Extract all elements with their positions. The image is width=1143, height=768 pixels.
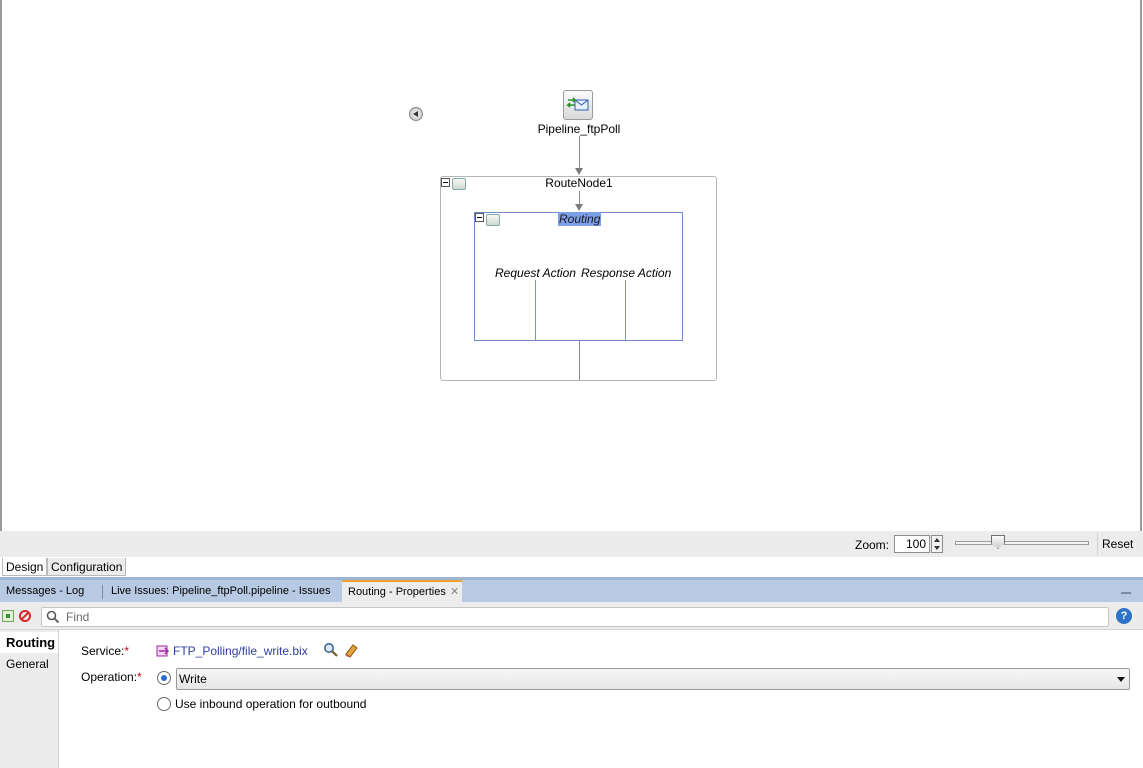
zoom-toolbar	[0, 531, 1143, 557]
reset-button[interactable]: Reset	[1097, 533, 1137, 555]
tab-routing-properties[interactable]: Routing - Properties ✕	[342, 580, 462, 602]
divider-line	[535, 280, 536, 340]
spinner-down-icon[interactable]	[934, 546, 940, 550]
editor-tabs	[0, 557, 1143, 578]
inbound-operation-label: Use inbound operation for outbound	[175, 697, 367, 711]
tab-design[interactable]: Design	[2, 558, 48, 576]
response-action-label: Response Action	[581, 266, 672, 280]
connector-arrow-inner	[575, 204, 583, 211]
operation-label-text: Operation:	[81, 670, 138, 684]
zoom-slider-thumb[interactable]	[991, 535, 1005, 549]
business-service-icon	[156, 645, 170, 657]
connector-arrow	[575, 168, 583, 175]
back-nav-icon[interactable]	[409, 107, 423, 121]
operation-select-value: Write	[179, 672, 207, 686]
zoom-spinner[interactable]	[931, 535, 943, 553]
tab-live-issues[interactable]: Live Issues: Pipeline_ftpPoll.pipeline -…	[111, 585, 331, 597]
nav-item-routing[interactable]: Routing	[0, 632, 58, 653]
route-node-label: RouteNode1	[545, 176, 613, 190]
divider-line	[625, 280, 626, 340]
connector-line	[579, 136, 580, 169]
required-mark: *	[137, 670, 142, 684]
routing-label: Routing	[558, 212, 602, 226]
bottom-panel-tabs	[0, 580, 1143, 602]
operation-radio[interactable]	[157, 671, 171, 685]
routing-label-wrap[interactable]: Routing	[558, 212, 602, 226]
tab-separator	[102, 585, 103, 599]
operation-label: Operation:*	[81, 670, 142, 684]
find-input[interactable]: Find	[41, 607, 1109, 627]
chevron-down-icon	[1117, 677, 1125, 682]
inbound-operation-radio[interactable]	[157, 697, 171, 711]
connector-line-inner	[579, 191, 580, 204]
zoom-slider-track[interactable]	[955, 541, 1089, 545]
close-icon[interactable]: ✕	[450, 586, 460, 598]
pipeline-node-icon[interactable]	[563, 90, 593, 120]
tab-messages-log[interactable]: Messages - Log	[6, 585, 85, 597]
pipeline-node-label: Pipeline_ftpPoll	[537, 122, 621, 136]
panel-separator	[0, 577, 1143, 580]
properties-nav	[0, 630, 59, 768]
freeze-view-icon[interactable]	[2, 610, 14, 622]
connector-line-bottom	[579, 341, 580, 380]
required-mark: *	[124, 644, 130, 658]
zoom-input[interactable]: 100	[894, 535, 930, 553]
route-node-icon	[452, 178, 466, 190]
route-node-collapse-icon[interactable]	[441, 178, 450, 187]
request-action-label: Request Action	[495, 266, 576, 280]
tab-configuration[interactable]: Configuration	[47, 558, 127, 576]
nav-item-general[interactable]: General	[6, 657, 49, 671]
service-label-text: Service:	[81, 644, 125, 658]
browse-search-icon[interactable]	[323, 642, 339, 658]
zoom-label: Zoom:	[855, 538, 890, 552]
search-icon	[46, 610, 60, 624]
clear-eraser-icon[interactable]	[343, 642, 359, 658]
routing-icon	[486, 214, 500, 226]
tab-routing-properties-label: Routing - Properties	[348, 586, 446, 598]
stop-icon[interactable]	[19, 610, 31, 622]
canvas-border	[1140, 0, 1142, 531]
service-label: Service:*	[81, 644, 129, 658]
help-icon[interactable]: ?	[1116, 608, 1132, 624]
spinner-up-icon[interactable]	[934, 538, 940, 542]
minimize-icon[interactable]	[1121, 592, 1131, 594]
routing-collapse-icon[interactable]	[475, 213, 484, 222]
operation-select[interactable]: Write	[176, 668, 1130, 690]
service-link[interactable]: FTP_Polling/file_write.bix	[173, 644, 308, 658]
find-placeholder: Find	[66, 610, 90, 624]
